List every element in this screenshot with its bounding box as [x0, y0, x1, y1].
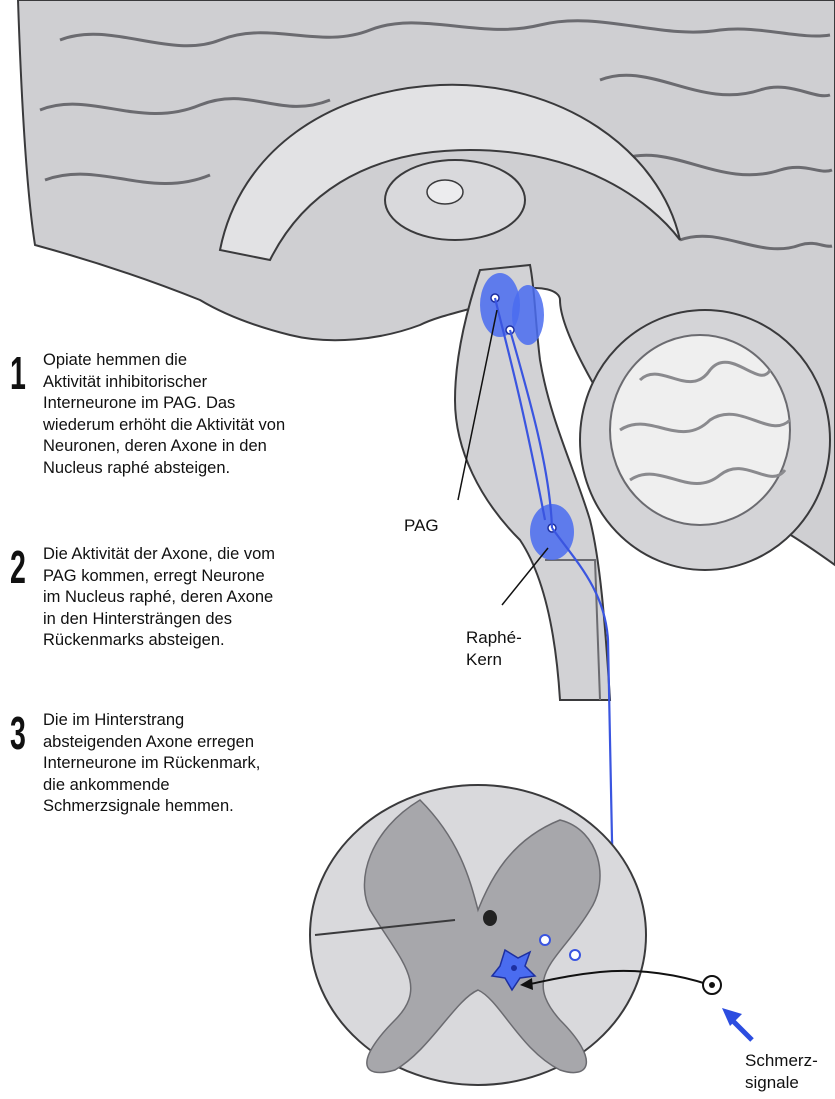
step-number: 3: [10, 710, 26, 756]
step-number: 2: [10, 544, 26, 590]
step-text: Die im Hinterstrang absteigenden Axone e…: [43, 710, 260, 818]
step-text: Opiate hemmen die Aktivität inhibitorisc…: [43, 350, 285, 479]
cerebellum: [580, 310, 830, 570]
step-number: 1: [10, 350, 26, 396]
pain-signal-arrow: [722, 1008, 752, 1040]
spinal-cord-section: [310, 785, 721, 1085]
pain-signals-label: Schmerz- signale: [745, 1050, 818, 1094]
raphe-label: Raphé- Kern: [466, 627, 522, 671]
pag-label: PAG: [404, 515, 439, 537]
step-text: Die Aktivität der Axone, die vom PAG kom…: [43, 544, 275, 652]
